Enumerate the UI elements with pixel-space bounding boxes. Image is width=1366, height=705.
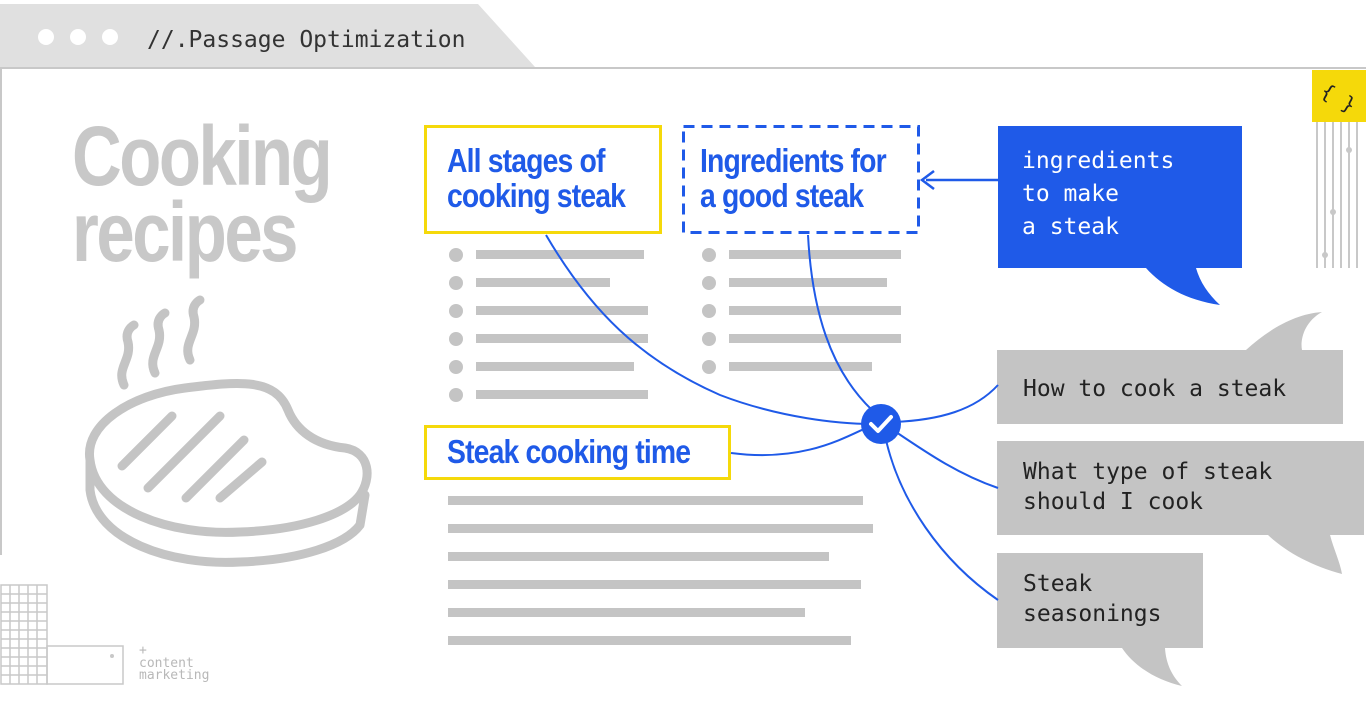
arrow-head: [919, 170, 935, 190]
query-bubble: [998, 126, 1242, 305]
code-braces-badge: [1312, 70, 1366, 122]
check-hub: [861, 404, 901, 444]
heading-box-3: [424, 425, 731, 480]
bullet-list-1: [449, 248, 648, 402]
window-dots-icon: [38, 29, 118, 45]
page-title: Cooking recipes: [72, 109, 333, 279]
window-tab: [0, 4, 535, 67]
question-3-text: Steak seasonings: [1023, 571, 1162, 627]
heading-2-text: Ingredients for a good steak: [700, 142, 887, 214]
question-bubble-2: [997, 441, 1364, 574]
question-1-text: How to cook a steak: [1023, 376, 1287, 402]
heading-box-1: [424, 125, 662, 234]
query-bubble-text: ingredients to make a steak: [1022, 148, 1175, 240]
steak-icon: [85, 295, 372, 567]
tab-title: //.Passage Optimization: [147, 27, 466, 53]
circuit-lines: [1316, 122, 1358, 268]
footer-label: content marketing: [139, 656, 210, 683]
grid-pattern: [0, 584, 124, 685]
footer-plus: +: [139, 643, 147, 658]
question-bubble-1: [997, 312, 1343, 424]
question-bubble-3: [997, 553, 1203, 686]
check-icon: [869, 415, 893, 433]
bullet-list-2: [702, 248, 901, 374]
connector-lines: [545, 234, 999, 601]
paragraph-lines: [448, 496, 873, 645]
heading-3-text: Steak cooking time: [447, 433, 691, 470]
question-2-text: What type of steak should I cook: [1023, 459, 1273, 515]
heading-1-text: All stages of cooking steak: [447, 142, 626, 214]
heading-box-2: [682, 125, 920, 234]
